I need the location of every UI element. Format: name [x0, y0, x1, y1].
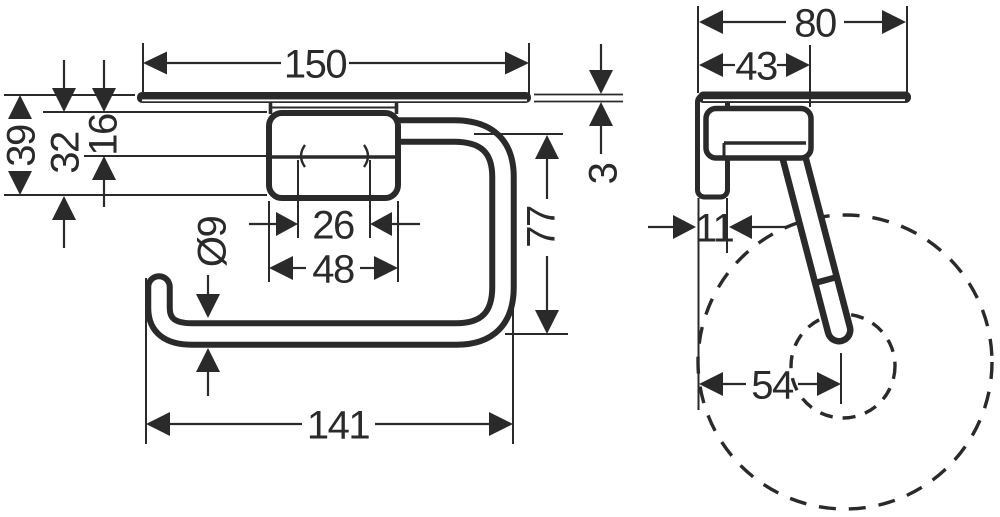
screw-slot-left — [299, 144, 306, 168]
dim-3-label: 3 — [581, 163, 625, 184]
dim-d9-label: Ø9 — [190, 217, 234, 268]
paper-holder-arm — [145, 117, 517, 348]
dim-141-label: 141 — [307, 403, 369, 447]
dim-11-label: 11 — [695, 206, 734, 250]
dim-32-label: 32 — [43, 132, 87, 174]
dim-shelf-depth: 80 — [697, 1, 908, 93]
mount-back-piece — [268, 101, 399, 114]
dim-hole-spacing: 26 — [249, 160, 420, 247]
dim-16-label: 16 — [81, 114, 125, 156]
dim-wall-plate-depth: 11 — [648, 198, 786, 410]
dim-26-label: 26 — [312, 203, 354, 247]
shelf-side — [698, 91, 911, 103]
screw-slot-right — [363, 144, 370, 168]
side-view: 80 43 3 11 — [534, 1, 994, 511]
dim-150-label: 150 — [284, 42, 346, 86]
mounting-plate — [266, 110, 401, 201]
dim-77-label: 77 — [519, 206, 563, 248]
paper-roll-outline — [696, 213, 994, 511]
paper-roll-core — [789, 312, 897, 420]
bracket-body — [703, 105, 814, 161]
dim-holder-width: 141 — [145, 278, 514, 447]
dim-48-label: 48 — [312, 247, 354, 291]
dim-hole-offset: 16 — [81, 60, 267, 207]
dim-roll-center-distance: 54 — [699, 353, 842, 407]
dim-shelf-width: 150 — [142, 42, 530, 101]
front-view: 150 39 32 16 — [0, 42, 568, 447]
shelf-front — [137, 92, 531, 103]
dim-bar-diameter: Ø9 — [190, 217, 234, 396]
dim-plate-width: 48 — [268, 201, 399, 291]
dim-shelf-thickness: 3 — [534, 44, 625, 184]
rod-crossbar — [812, 273, 840, 287]
dim-holder-height: 77 — [474, 133, 568, 335]
dim-43-label: 43 — [735, 44, 777, 88]
dim-54-label: 54 — [751, 363, 794, 407]
dim-bracket-depth: 43 — [699, 44, 811, 107]
dim-80-label: 80 — [794, 1, 836, 45]
dim-plate-height: 32 — [43, 60, 267, 248]
roll-holder-rod — [776, 131, 854, 345]
dim-39-label: 39 — [0, 125, 43, 167]
dim-total-height: 39 — [0, 94, 267, 196]
